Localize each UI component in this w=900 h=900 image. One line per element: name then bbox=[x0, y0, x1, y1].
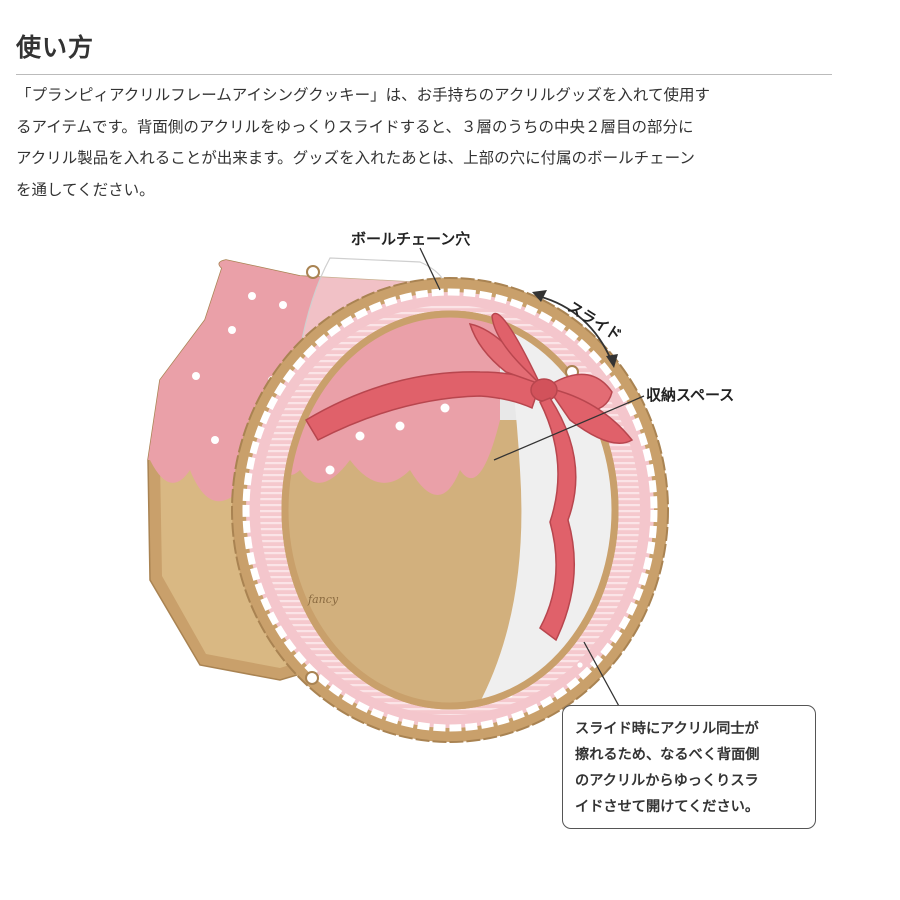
cookie-signature: fancy bbox=[307, 593, 339, 606]
callout-ball-chain-hole: ボールチェーン穴 bbox=[351, 230, 471, 248]
slide-caution-note: スライド時にアクリル同士が 擦れるため、なるべく背面側 のアクリルからゆっくりス… bbox=[562, 705, 816, 829]
intro-line: アクリル製品を入れることが出来ます。グッズを入れたあとは、上部の穴に付属のボール… bbox=[16, 149, 695, 167]
callout-storage-space: 収納スペース bbox=[646, 386, 735, 404]
back-chain-hole bbox=[306, 265, 320, 279]
bow-icon bbox=[468, 312, 634, 642]
front-acrylic-frame bbox=[231, 277, 669, 743]
note-line: イドさせて開けてください。 bbox=[575, 799, 760, 815]
slide-arrow-icon bbox=[532, 290, 618, 368]
intro-line: るアイテムです。背面側のアクリルをゆっくりスライドすると、３層のうちの中央２層目… bbox=[16, 117, 694, 136]
note-line: 擦れるため、なるべく背面側 bbox=[575, 747, 760, 763]
intro-line: 「プランピィアクリルフレームアイシングクッキー」は、お手持ちのアクリルグッズを入… bbox=[16, 86, 710, 104]
ribbon-band bbox=[304, 371, 541, 441]
note-line: のアクリルからゆっくりスラ bbox=[575, 773, 759, 789]
page-title: 使い方 bbox=[16, 33, 95, 62]
intro-line: を通してください。 bbox=[16, 180, 155, 199]
intro-paragraph: 「プランピィアクリルフレームアイシングクッキー」は、お手持ちのアクリルグッズを入… bbox=[16, 80, 836, 206]
callout-lines bbox=[419, 247, 645, 709]
note-line: スライド時にアクリル同士が bbox=[575, 721, 759, 737]
front-hole-left bbox=[305, 671, 319, 685]
title-divider bbox=[16, 74, 832, 75]
